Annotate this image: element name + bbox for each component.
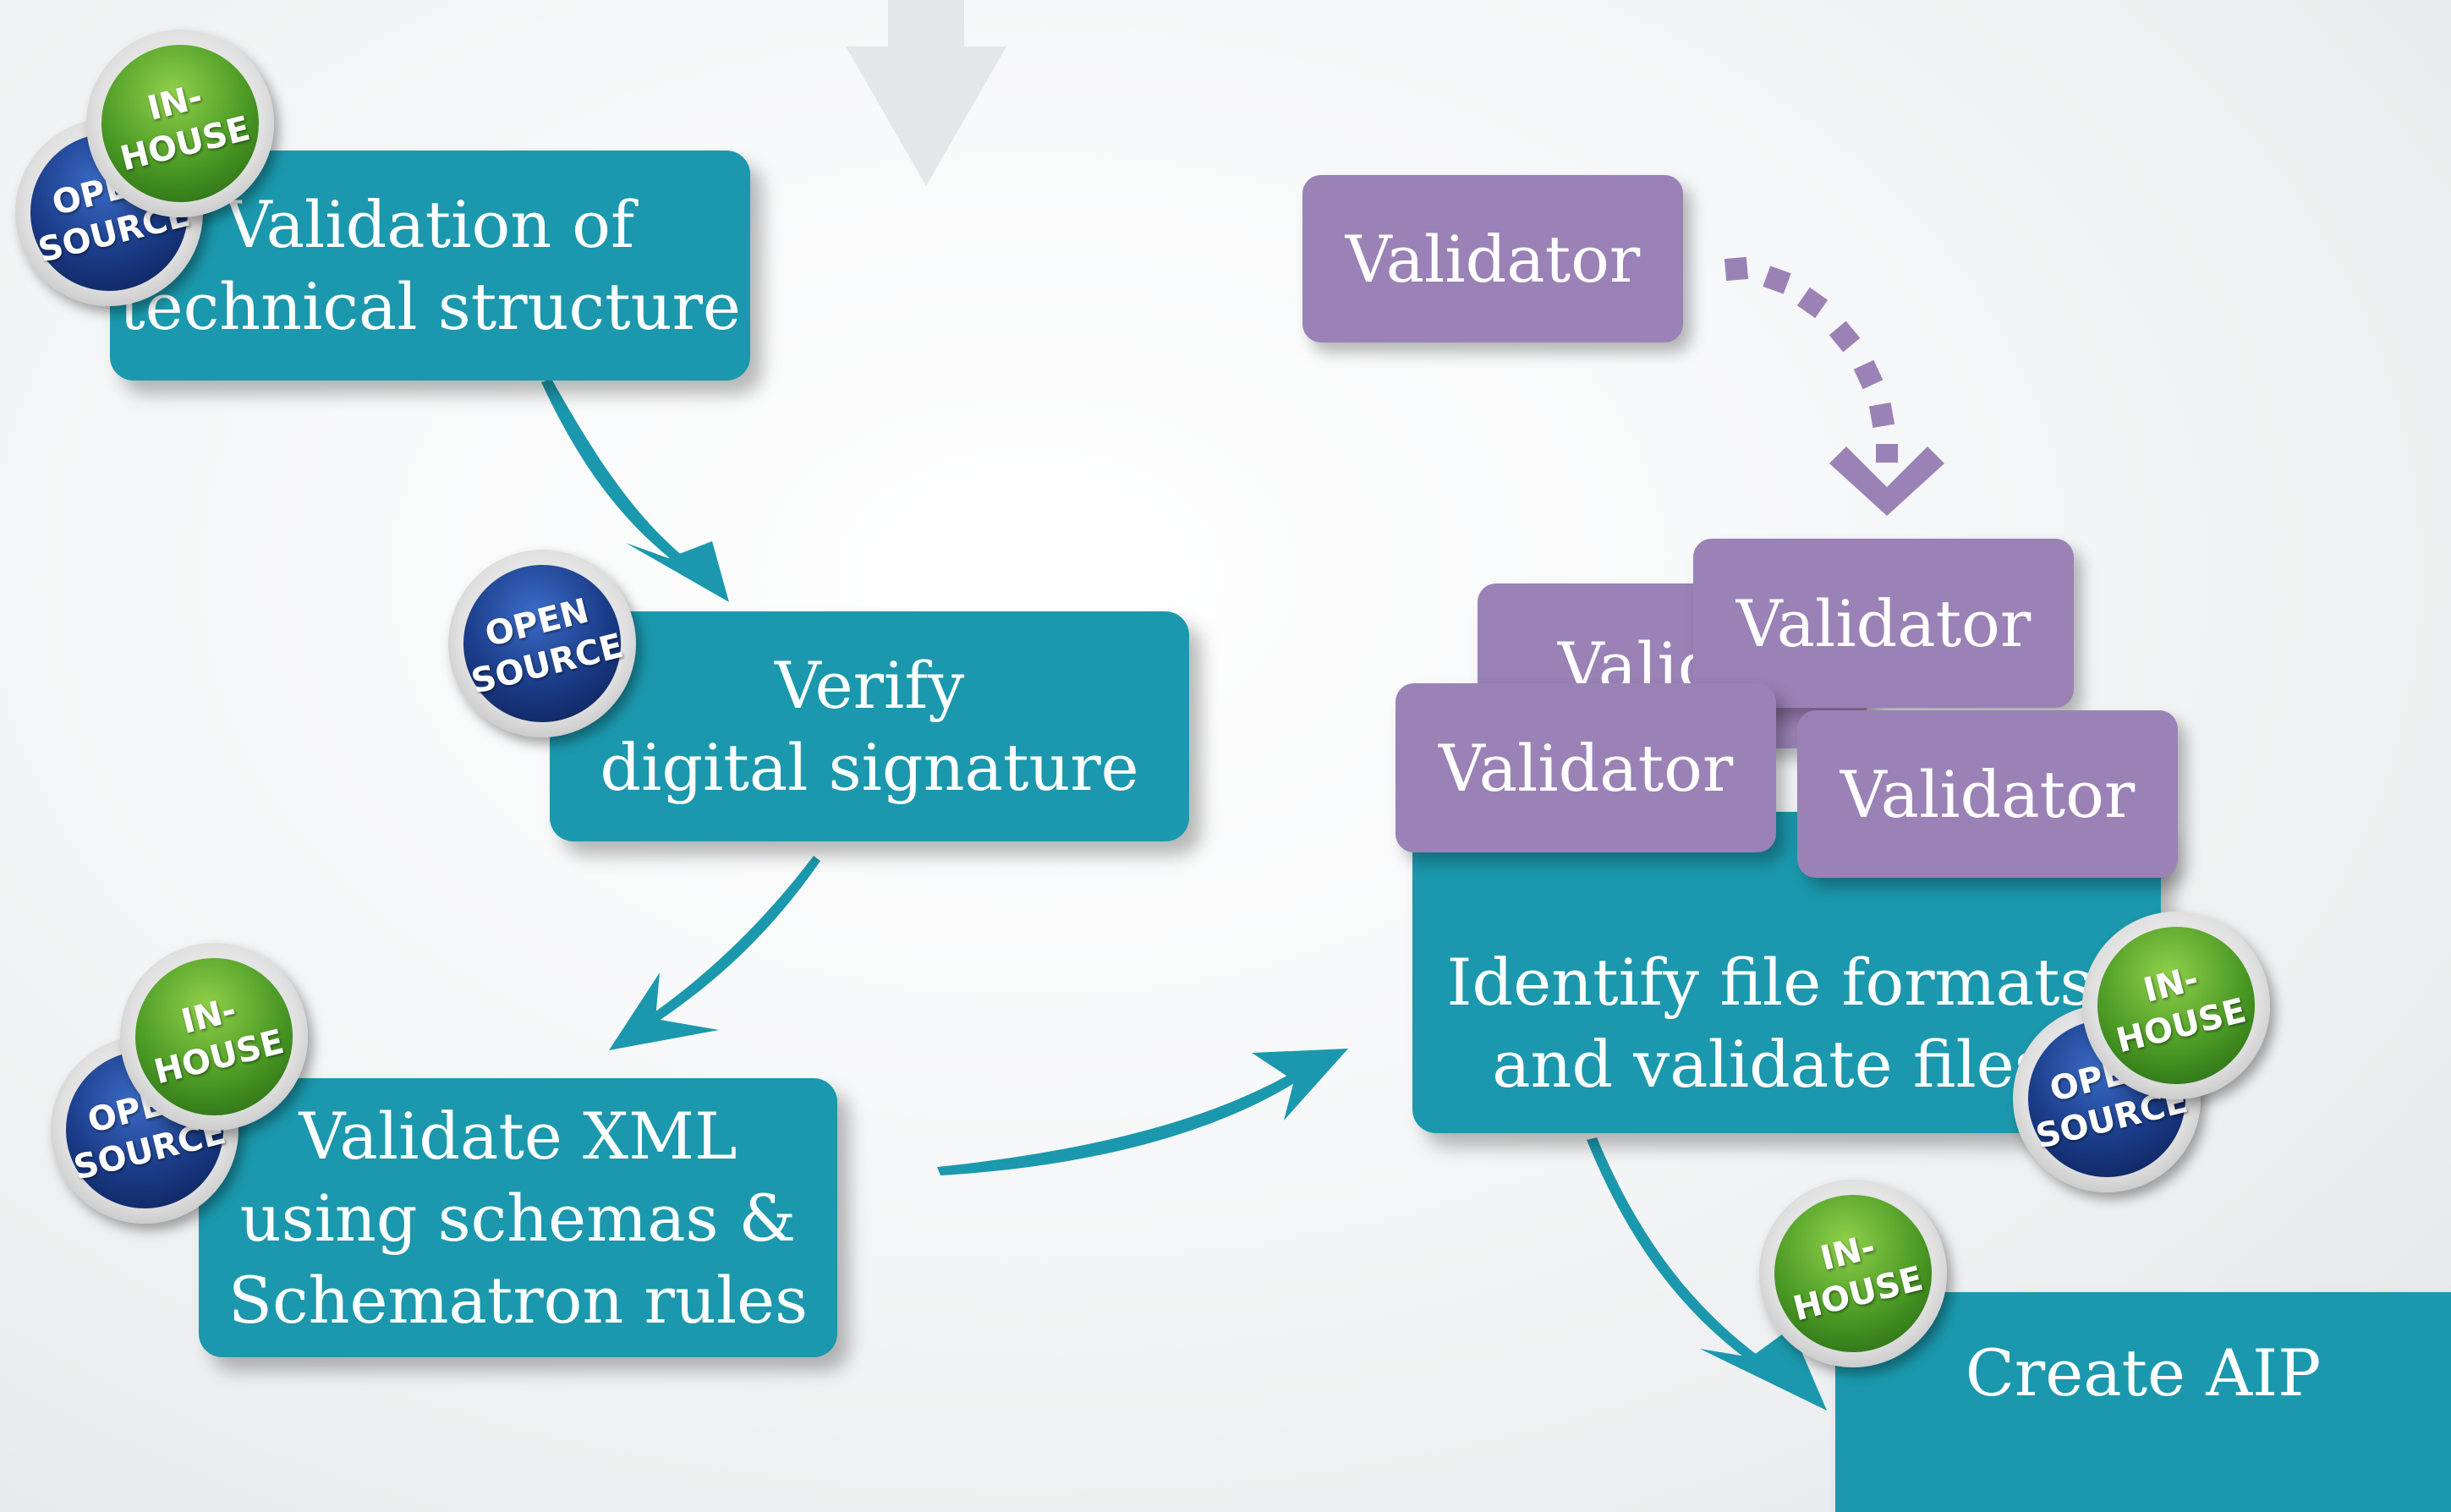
step-label: Validate XML using schemas & Schematron … xyxy=(228,1098,809,1338)
step-label: Create AIP xyxy=(1965,1334,2322,1411)
arrow-xml-to-identify xyxy=(937,1049,1348,1175)
step-label: Verify digital signature xyxy=(600,648,1139,805)
arrow-signature-to-xml xyxy=(609,856,820,1050)
incoming-arrow xyxy=(846,0,1006,186)
in-house-badge: IN- HOUSE xyxy=(85,28,276,219)
step-create-aip: Create AIP xyxy=(1835,1292,2451,1512)
validator-stack-front-right: Validator xyxy=(1797,710,2178,878)
in-house-badge: IN- HOUSE xyxy=(2081,910,2272,1101)
validator-stack-front-left: Validator xyxy=(1395,683,1776,852)
validator-label: Validator xyxy=(1840,756,2136,832)
validator-label: Validator xyxy=(1438,730,1734,806)
validator-stack-back-right: Validator xyxy=(1693,539,2074,708)
step-label: Validation of technical structure xyxy=(119,187,741,344)
arrow-technical-to-signature xyxy=(541,379,729,602)
validator-top: Validator xyxy=(1302,175,1683,342)
open-source-badge: OPEN SOURCE xyxy=(447,548,638,739)
step-label: Identify file formats and validate files xyxy=(1446,945,2093,1102)
step-validate-xml: Validate XML using schemas & Schematron … xyxy=(199,1078,837,1357)
step-verify-digital-signature: Verify digital signature xyxy=(550,611,1189,841)
arrow-identify-to-aip xyxy=(1587,1137,1827,1411)
validator-label: Validator xyxy=(1345,221,1641,297)
in-house-badge: IN- HOUSE xyxy=(1757,1178,1949,1369)
dotted-arrow-validator xyxy=(1724,256,1944,516)
in-house-badge: IN- HOUSE xyxy=(118,941,310,1132)
step-validation-technical-structure: Validation of technical structure xyxy=(110,151,750,381)
validator-label: Validator xyxy=(1735,585,2032,661)
